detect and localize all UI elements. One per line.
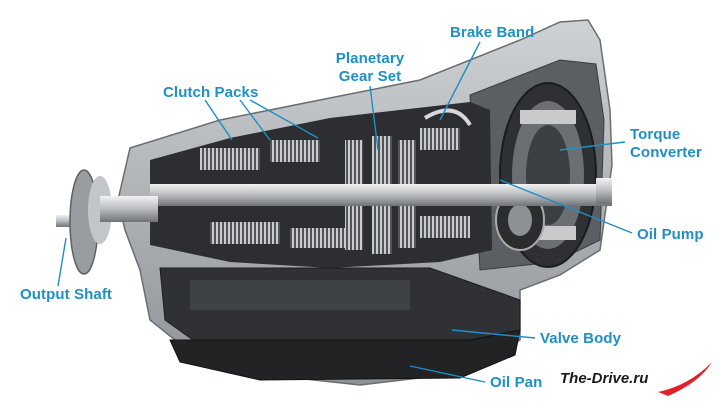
leader-clutch-1 (204, 99, 233, 141)
leader-brake-band (439, 41, 481, 121)
label-planetary-line1: Planetary (335, 50, 405, 67)
clutch-packs-lower (210, 216, 470, 248)
leader-planetary (369, 85, 379, 151)
input-shaft-tip (596, 178, 612, 204)
leader-clutch-2 (239, 99, 271, 141)
label-output-shaft: Output Shaft (20, 286, 113, 303)
leader-oil-pump (499, 179, 633, 234)
label-torque-line1: Torque (630, 126, 681, 143)
leader-lines (57, 41, 633, 383)
leader-output-shaft (57, 237, 67, 287)
watermark-swoosh (658, 362, 712, 396)
watermark-text: The-Drive.ru (560, 370, 649, 387)
label-planetary-line2: Gear Set (338, 68, 402, 85)
label-oil-pump: Oil Pump (637, 226, 704, 243)
clutch-packs-upper (200, 128, 460, 170)
main-shaft (150, 184, 612, 206)
label-torque-line2: Converter (630, 144, 702, 161)
leader-torque (559, 141, 626, 151)
label-brake-band: Brake Band (450, 24, 535, 41)
label-torque-converter: Torque Converter (630, 126, 702, 162)
valve-body (159, 267, 521, 351)
label-oil-pan: Oil Pan (490, 374, 543, 391)
label-planetary-gear-set: Planetary Gear Set (330, 50, 410, 86)
brake-band (423, 108, 472, 127)
output-shaft (56, 169, 158, 275)
oil-pan (169, 329, 521, 381)
label-clutch-packs: Clutch Packs (163, 84, 259, 101)
leader-valve-body (451, 329, 536, 339)
label-valve-body: Valve Body (540, 330, 622, 347)
leader-clutch-3 (249, 99, 319, 139)
leader-oil-pan (409, 365, 486, 383)
